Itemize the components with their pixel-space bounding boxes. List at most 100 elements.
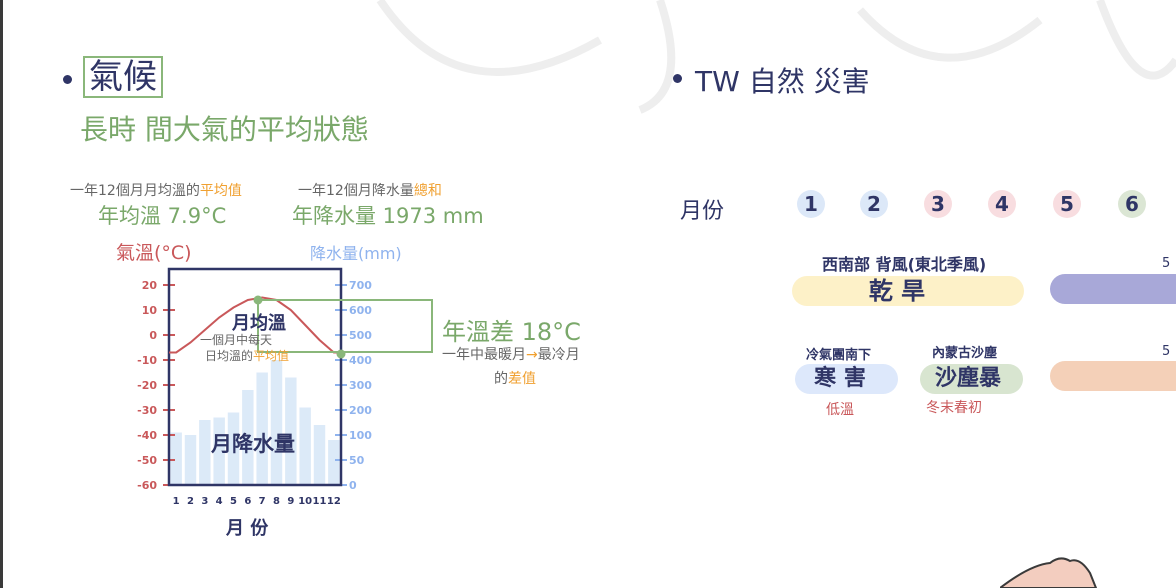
axis-ticks: 20100-10-20-30-40-50-6070060050040030020…: [137, 279, 372, 507]
cut-text-2: 5: [1162, 344, 1171, 359]
dust-label: 沙塵暴: [934, 366, 1001, 391]
temp-note-key: 平均值: [199, 183, 242, 199]
temp-tick-label: 10: [142, 304, 158, 317]
month-circle-6: 6: [1118, 190, 1146, 218]
monthly-temp-note2: 日均溫的平均值: [205, 347, 289, 364]
dust-note: 內蒙古沙塵: [932, 346, 998, 361]
purple-pill: [1050, 274, 1176, 304]
rain-tick-label: 300: [349, 379, 372, 392]
drought-label: 乾 旱: [868, 277, 926, 305]
rain-bar-1: [170, 432, 182, 485]
temp-tick-label: -30: [137, 404, 157, 417]
months-label: 月份: [680, 199, 725, 224]
disaster-heading: TW 自然 災害: [695, 65, 870, 98]
cold-label: 寒 害: [814, 366, 866, 391]
cold-note: 冷氣團南下: [806, 348, 872, 363]
rain-bar-8: [270, 360, 283, 485]
climograph: 20100-10-20-30-40-50-6070060050040030020…: [137, 267, 433, 507]
rain-bar-4: [213, 417, 225, 485]
rain-bar-11: [313, 425, 326, 485]
monthly-temp-label: 月均溫: [232, 313, 286, 334]
climate-definition: 長時 間大氣的平均狀態: [80, 113, 369, 146]
range-note2-key: 差值: [508, 371, 536, 387]
rain-bar-6: [242, 390, 254, 485]
peach-pill: [1050, 361, 1176, 391]
rain-tick-label: 100: [349, 429, 372, 442]
cut-text-1: 5: [1162, 256, 1171, 271]
rain-tick-label: 50: [349, 454, 365, 467]
drought-pill: [792, 276, 1024, 306]
month-circle-1: 1: [797, 190, 825, 218]
monthly-temp-note2-text: 日均溫的: [205, 349, 254, 363]
rain-tick-label: 200: [349, 404, 372, 417]
month-tick-label: 3: [201, 496, 208, 507]
rain-note: 一年12個月降水量總和: [298, 180, 442, 200]
coldest-dot: [336, 349, 346, 359]
rain-bar-3: [199, 420, 211, 485]
month-circle-3: 3: [924, 190, 952, 218]
range-note-suffix: 最冷月: [537, 347, 580, 363]
monthly-temp-note2-key: 平均值: [253, 349, 290, 363]
temp-note-text: 一年12個月月均溫的: [70, 183, 200, 199]
month-tick-label: 7: [259, 496, 266, 507]
rain-note-text: 一年12個月降水量: [298, 183, 414, 199]
range-note2-text: 的: [494, 371, 508, 387]
month-tick-label: 8: [273, 496, 280, 507]
month-tick-label: 2: [187, 496, 194, 507]
temp-axis-label: 氣溫(°C): [116, 242, 192, 264]
cold-sub: 低溫: [826, 402, 854, 418]
rain-axis-label: 降水量(mm): [310, 244, 402, 263]
temp-tick-label: -60: [137, 479, 157, 492]
corner-drawing: [1000, 557, 1098, 588]
rain-tick-label: 400: [349, 354, 372, 367]
warmest-dot: [253, 295, 263, 305]
watermark-strokes: [376, 0, 1176, 114]
range-note: 一年中最暖月→最冷月: [442, 344, 580, 364]
plot-frame: [167, 267, 343, 487]
annual-rainfall: 年降水量 1973 mm: [292, 204, 484, 228]
temp-tick-label: 20: [142, 279, 158, 292]
drought-note: 西南部 背風(東北季風): [822, 255, 987, 274]
range-note-arrow: →: [526, 347, 538, 363]
temp-tick-label: -50: [137, 454, 157, 467]
range-note-text: 一年中最暖月: [442, 347, 526, 363]
bullet-dot: [63, 75, 72, 84]
climate-heading: 氣候: [83, 56, 163, 98]
dust-sub: 冬末春初: [926, 400, 982, 416]
rain-bar-7: [256, 372, 268, 485]
month-circle-4: 4: [988, 190, 1016, 218]
annual-mean-temp: 年均溫 7.9°C: [98, 204, 227, 228]
bullet-dot-right: [673, 74, 682, 83]
cold-pill: [795, 364, 898, 394]
temp-tick-label: 0: [149, 329, 157, 342]
rain-tick-label: 500: [349, 329, 372, 342]
rain-bar-9: [285, 377, 297, 485]
rain-tick-label: 600: [349, 304, 372, 317]
rain-bar-2: [184, 435, 197, 485]
annual-temp-range: 年溫差 18°C: [442, 318, 581, 346]
month-tick-label: 1: [173, 496, 180, 507]
rain-tick-label: 0: [349, 479, 357, 492]
temp-tick-label: -40: [137, 429, 157, 442]
temp-tick-label: -20: [137, 379, 157, 392]
rain-bars: [170, 360, 340, 485]
month-circle-2: 2: [860, 190, 888, 218]
temp-tick-label: -10: [137, 354, 157, 367]
rain-tick-label: 700: [349, 279, 372, 292]
month-axis-title: 月 份: [226, 518, 269, 539]
left-frame-edge: [0, 0, 3, 588]
monthly-temp-note1: 一個月中每天: [200, 333, 273, 347]
monthly-rain-label: 月降水量: [211, 432, 295, 456]
temp-note: 一年12個月月均溫的平均值: [70, 180, 242, 200]
month-tick-label: 10: [298, 496, 312, 507]
month-circle-5: 5: [1053, 190, 1081, 218]
rain-bar-5: [227, 412, 240, 485]
range-note2: 的差值: [494, 368, 536, 388]
month-tick-label: 11: [313, 496, 327, 507]
rain-bar-12: [328, 440, 340, 485]
month-tick-label: 6: [244, 496, 251, 507]
rain-bar-10: [299, 407, 311, 485]
month-tick-label: 12: [327, 496, 341, 507]
dust-pill: [920, 364, 1023, 394]
rain-note-key: 總和: [413, 183, 442, 199]
